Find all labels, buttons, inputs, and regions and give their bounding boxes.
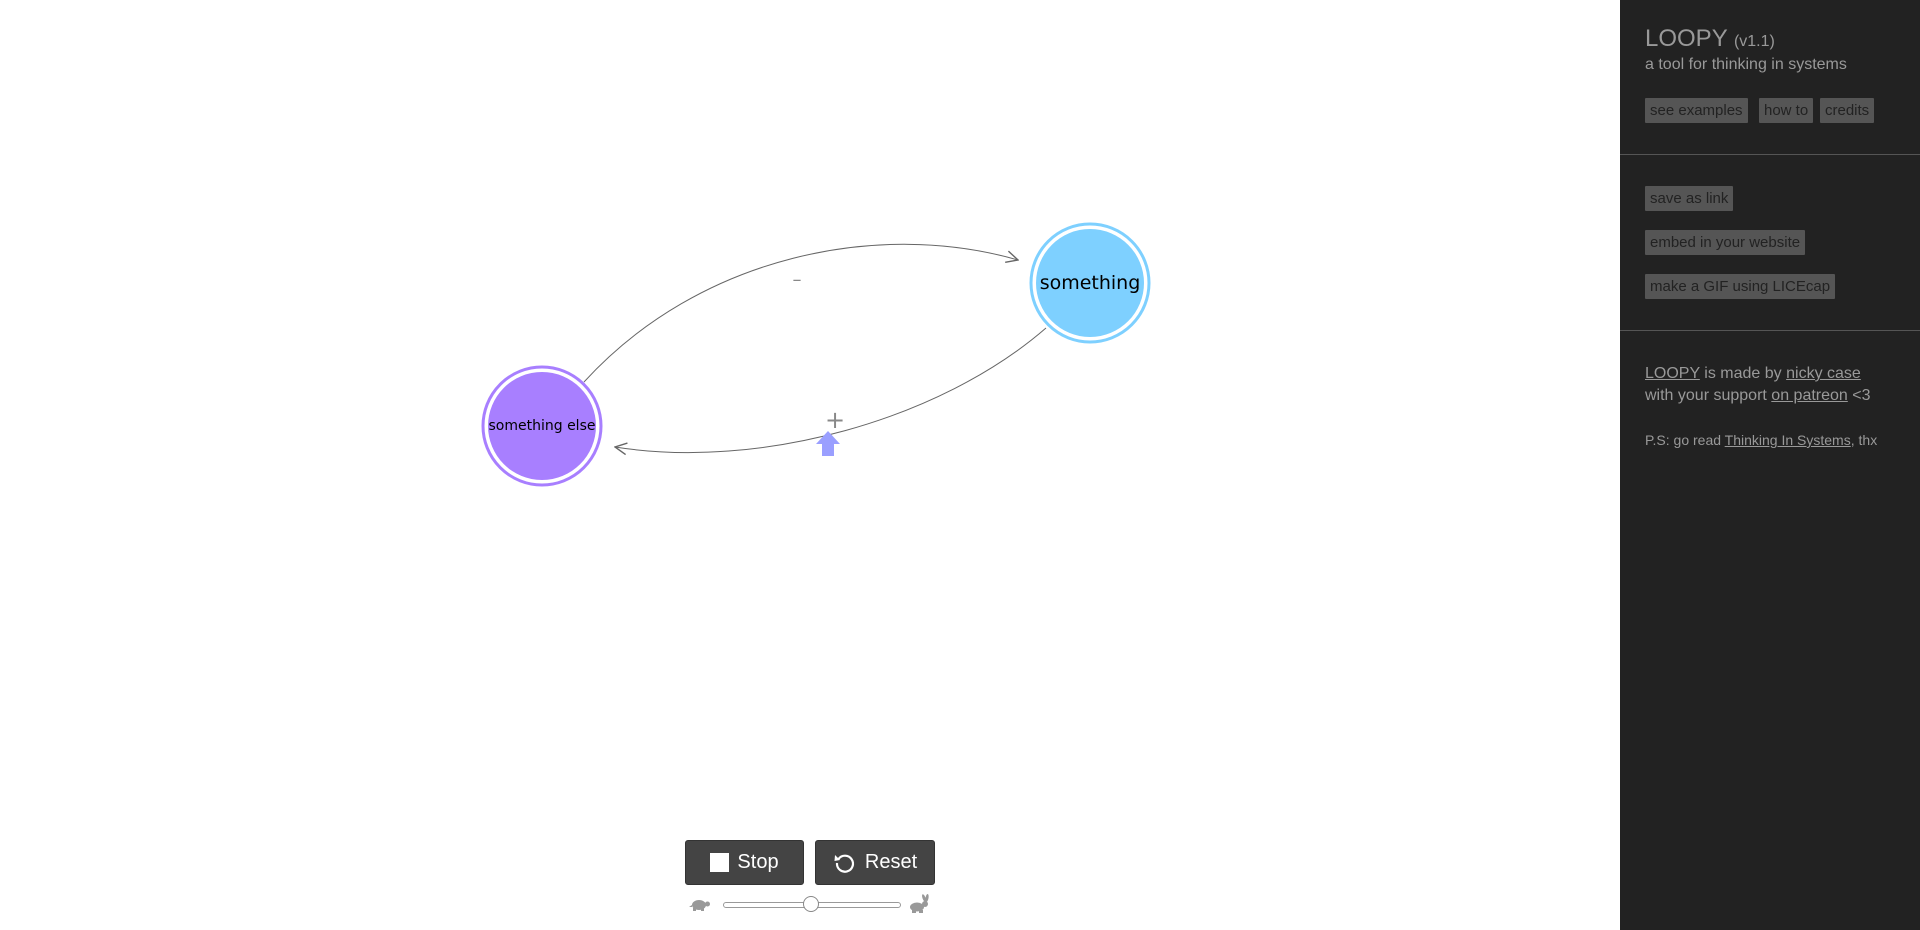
edge-something-else-to-something[interactable] (583, 243, 1018, 383)
rabbit-icon[interactable] (907, 894, 931, 914)
sidebar-divider (1620, 330, 1920, 331)
loopy-link[interactable]: LOOPY (1645, 365, 1700, 382)
signal-up-arrow-icon (816, 431, 840, 456)
reset-icon (834, 854, 854, 873)
save-as-link-button[interactable]: save as link (1645, 186, 1734, 211)
playback-controls: Stop Reset (685, 840, 935, 920)
reset-button-label: Reset (864, 851, 918, 873)
edge-sign-negative[interactable]: – (793, 270, 802, 291)
node-something-else[interactable]: something else (481, 365, 603, 487)
speed-slider-handle[interactable] (803, 896, 819, 912)
how-to-button[interactable]: how to (1759, 98, 1814, 123)
app-subtitle: a tool for thinking in systems (1645, 56, 1847, 73)
app-title: LOOPY (v1.1) (1645, 25, 1775, 53)
support-suffix: <3 (1852, 387, 1871, 404)
edge-sign-positive[interactable]: + (825, 406, 845, 434)
loopy-canvas[interactable]: – + something something else (0, 0, 1620, 930)
thinking-in-systems-link[interactable]: Thinking In Systems (1724, 432, 1851, 448)
node-something[interactable]: something (1029, 222, 1151, 344)
node-label-something-else: something else (489, 418, 596, 434)
credits-button[interactable]: credits (1820, 98, 1875, 123)
embed-website-button[interactable]: embed in your website (1645, 230, 1806, 255)
stop-icon (710, 853, 730, 872)
sidebar-divider (1620, 154, 1920, 155)
patreon-link[interactable]: on patreon (1771, 387, 1848, 404)
app-title-name: LOOPY (1645, 25, 1728, 52)
edge-something-to-something-else[interactable] (615, 327, 1047, 453)
app-version: (v1.1) (1733, 33, 1775, 50)
credit-made-by: is made by (1704, 365, 1782, 382)
ps-prefix: P.S: go read (1645, 432, 1722, 448)
speed-control (685, 892, 935, 918)
nicky-case-link[interactable]: nicky case (1786, 365, 1861, 382)
ps-line: P.S: go read Thinking In Systems, thx (1645, 432, 1877, 448)
node-label-something: something (1040, 272, 1141, 294)
stop-button-label: Stop (737, 851, 779, 873)
sidebar: LOOPY (v1.1) a tool for thinking in syst… (1620, 0, 1920, 930)
ps-suffix: , thx (1850, 432, 1878, 448)
see-examples-button[interactable]: see examples (1645, 98, 1748, 123)
stop-button[interactable]: Stop (685, 840, 804, 885)
support-line: with your support on patreon <3 (1645, 387, 1871, 405)
credit-line: LOOPY is made by nicky case (1645, 365, 1861, 383)
support-prefix: with your support (1645, 387, 1767, 404)
system-diagram[interactable]: – + something something else (0, 0, 1620, 930)
make-gif-button[interactable]: make a GIF using LICEcap (1645, 274, 1836, 299)
turtle-icon[interactable] (689, 896, 711, 912)
reset-button[interactable]: Reset (815, 840, 935, 885)
